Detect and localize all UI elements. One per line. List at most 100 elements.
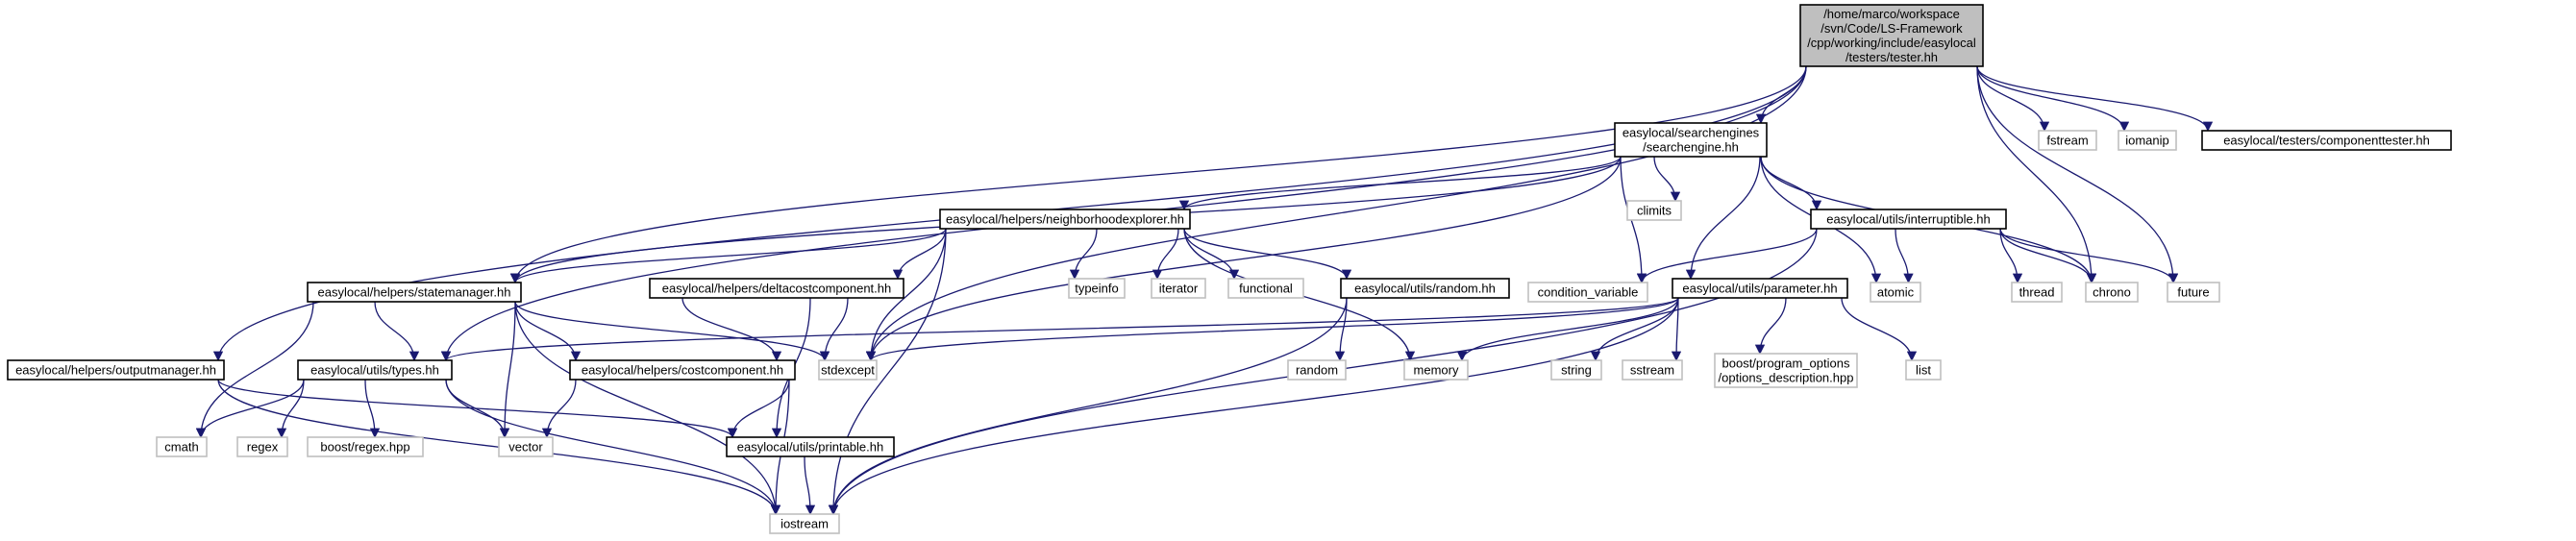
edge-parameter-to-memory — [1456, 297, 1679, 362]
node-box — [156, 436, 208, 457]
node-box — [2011, 282, 2063, 303]
edge-statemanager-to-cmath — [195, 301, 314, 439]
node-box — [649, 278, 904, 299]
edge-neighborhoodexplorer-to-iterator — [1152, 228, 1179, 281]
node-box — [2118, 130, 2177, 151]
edge-types-to-regex — [276, 379, 305, 439]
node-box — [1622, 359, 1683, 381]
node-climits: climits — [1626, 200, 1682, 221]
edge-interruptible-to-atomic — [1895, 228, 1914, 284]
node-list: list — [1905, 359, 1942, 381]
node-box — [1614, 122, 1768, 158]
node-functional: functional — [1227, 278, 1304, 299]
node-deltacostcomponent[interactable]: easylocal/helpers/deltacostcomponent.hh — [649, 278, 904, 299]
node-label: /cpp/working/include/easylocal — [1807, 36, 1976, 50]
node-box — [498, 436, 554, 457]
edge-neighborhoodexplorer-to-functional — [1183, 228, 1240, 281]
edge-neighborhoodexplorer-to-iostream — [828, 228, 947, 516]
node-stdexcept: stdexcept — [818, 359, 878, 381]
node-printable[interactable]: easylocal/utils/printable.hh — [726, 436, 895, 457]
node-tester[interactable]: /home/marco/workspace/svn/Code/LS-Framew… — [1799, 4, 1984, 67]
node-types[interactable]: easylocal/utils/types.hh — [297, 359, 453, 381]
node-outputmanager[interactable]: easylocal/helpers/outputmanager.hh — [7, 359, 225, 381]
node-parameter[interactable]: easylocal/utils/parameter.hh — [1672, 278, 1848, 299]
node-label: easylocal/utils/interruptible.hh — [1826, 212, 1991, 227]
node-options-description: boost/program_options/options_descriptio… — [1714, 353, 1858, 388]
node-neighborhoodexplorer[interactable]: easylocal/helpers/neighborhoodexplorer.h… — [939, 209, 1191, 230]
node-label: vector — [508, 440, 543, 455]
edge-interruptible-to-future — [1999, 228, 2179, 284]
edge-costcomponent-to-vector — [541, 379, 577, 439]
edge-outputmanager-to-iostream — [217, 379, 781, 516]
edge-neighborhoodexplorer-to-typeinfo — [1069, 228, 1098, 281]
node-label: easylocal/helpers/deltacostcomponent.hh — [662, 282, 891, 296]
edge-interruptible-to-condition_variable — [1636, 228, 1818, 284]
edge-parameter-to-string — [1590, 297, 1679, 362]
node-iostream: iostream — [769, 513, 840, 534]
edge-searchengine-to-parameter — [1685, 156, 1761, 281]
node-boost-regex: boost/regex.hpp — [307, 436, 424, 457]
edge-statemanager-to-types — [374, 301, 420, 362]
node-costcomponent[interactable]: easylocal/helpers/costcomponent.hh — [569, 359, 796, 381]
node-thread: thread — [2011, 282, 2063, 303]
node-condition-variable: condition_variable — [1527, 282, 1648, 303]
node-label: iterator — [1159, 282, 1199, 296]
node-box — [1151, 278, 1206, 299]
node-label: easylocal/utils/printable.hh — [737, 440, 883, 455]
node-label: memory — [1414, 363, 1459, 378]
node-box — [236, 436, 288, 457]
node-box — [939, 209, 1191, 230]
node-label: climits — [1637, 204, 1672, 218]
node-box — [1672, 278, 1848, 299]
node-random-hh[interactable]: easylocal/utils/random.hh — [1340, 278, 1510, 299]
node-box — [1626, 200, 1682, 221]
node-componenttester[interactable]: easylocal/testers/componenttester.hh — [2201, 130, 2452, 151]
node-label: regex — [247, 440, 279, 455]
node-box — [1340, 278, 1510, 299]
edge-searchengine-to-stdexcept — [865, 156, 1622, 362]
node-label: boost/regex.hpp — [320, 440, 409, 455]
node-label: list — [1916, 363, 1931, 378]
edge-statemanager-to-vector — [499, 301, 516, 439]
edge-neighborhoodexplorer-to-random_hh — [1183, 228, 1352, 281]
edge-costcomponent-to-printable — [727, 379, 790, 439]
node-label: future — [2177, 285, 2209, 300]
node-box — [2167, 282, 2220, 303]
node-label: easylocal/utils/parameter.hh — [1682, 282, 1837, 296]
node-label: functional — [1239, 282, 1293, 296]
node-string: string — [1550, 359, 1602, 381]
node-label: easylocal/utils/types.hh — [310, 363, 439, 378]
node-cmath: cmath — [156, 436, 208, 457]
edge-neighborhoodexplorer-to-stdexcept — [865, 228, 947, 362]
edge-types-to-vector — [445, 379, 510, 439]
edge-parameter-to-options_description — [1754, 297, 1787, 356]
node-box — [1527, 282, 1648, 303]
node-box — [2038, 130, 2097, 151]
edge-parameter-to-list — [1841, 297, 1918, 362]
node-box — [2085, 282, 2139, 303]
node-box — [297, 359, 453, 381]
node-label: /svn/Code/LS-Framework — [1821, 21, 1963, 36]
node-box — [569, 359, 796, 381]
node-box — [1714, 353, 1858, 388]
node-box — [307, 436, 424, 457]
edge-parameter-to-sstream — [1671, 297, 1682, 362]
node-interruptible[interactable]: easylocal/utils/interruptible.hh — [1810, 209, 2007, 230]
edge-printable-to-iostream — [804, 455, 816, 516]
node-label: /options_description.hpp — [1719, 371, 1854, 385]
node-box — [7, 359, 225, 381]
edge-deltacostcomponent-to-costcomponent — [681, 297, 782, 362]
node-box — [1799, 4, 1984, 67]
node-label: chrono — [2093, 285, 2131, 300]
node-memory: memory — [1403, 359, 1469, 381]
node-box — [1550, 359, 1602, 381]
edge-tester-to-componenttester — [1976, 65, 2214, 133]
node-statemanager[interactable]: easylocal/helpers/statemanager.hh — [307, 282, 522, 303]
node-searchengine[interactable]: easylocal/searchengines/searchengine.hh — [1614, 122, 1768, 158]
node-fstream: fstream — [2038, 130, 2097, 151]
edge-statemanager-to-stdexcept — [514, 301, 830, 362]
node-chrono: chrono — [2085, 282, 2139, 303]
node-vector: vector — [498, 436, 554, 457]
node-label: random — [1296, 363, 1338, 378]
